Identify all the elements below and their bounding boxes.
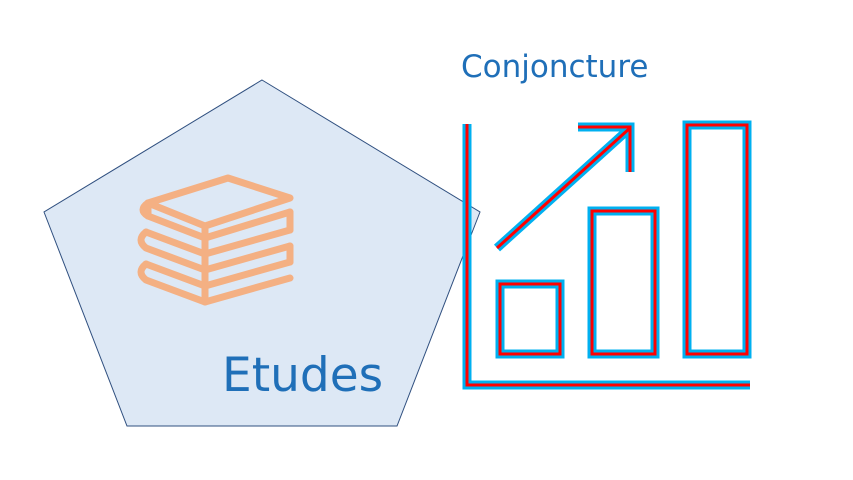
bar-chart-arrow-icon-inner — [465, 123, 750, 387]
etudes-label: Etudes — [222, 348, 384, 403]
bar-chart-arrow-icon — [462, 120, 752, 390]
conjoncture-label: Conjoncture — [461, 49, 649, 85]
books-icon — [137, 174, 294, 306]
